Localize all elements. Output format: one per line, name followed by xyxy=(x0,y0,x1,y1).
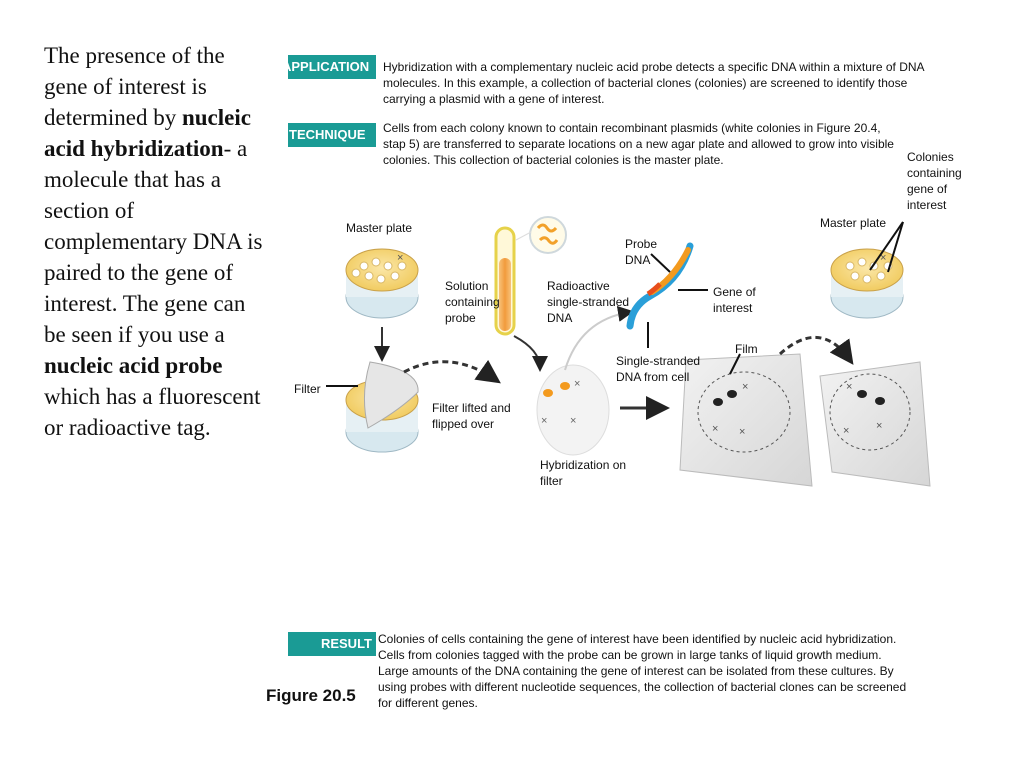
probe-test-tube xyxy=(494,226,516,336)
figure-caption: Figure 20.5 xyxy=(266,686,356,705)
term-nucleic-acid-hybridization: nucleic acid hybridization xyxy=(44,105,251,161)
probe-magnified-circle xyxy=(529,216,567,254)
label-filter-lifted: Filter lifted and flipped over xyxy=(432,401,511,431)
svg-text:×: × xyxy=(574,378,580,390)
filter-plate xyxy=(345,361,419,453)
intro-text-part2: - a molecule that has a section of compl… xyxy=(44,136,263,347)
application-text: Hybridization with a complementary nucle… xyxy=(383,60,924,106)
intro-text: The presence of the gene of interest is … xyxy=(44,40,266,443)
svg-text:×: × xyxy=(570,415,576,427)
arrow-tube-to-filter xyxy=(513,335,548,372)
label-probe-dna: Probe DNA xyxy=(625,237,658,267)
technique-tag: TECHNIQUE xyxy=(288,123,376,147)
master-plate-left: × xyxy=(345,248,419,319)
svg-text:×: × xyxy=(843,425,849,437)
label-solution-probe: Solution containing probe xyxy=(445,279,500,325)
technique-text: Cells from each colony known to contain … xyxy=(383,121,894,167)
label-master-plate-left: Master plate xyxy=(346,221,413,235)
dna-hybrid-detail xyxy=(626,242,694,330)
term-nucleic-acid-probe: nucleic acid probe xyxy=(44,353,223,378)
arrow-film-develop xyxy=(778,336,854,365)
label-colonies-gene: Colonies containing gene of interest xyxy=(907,150,962,212)
film-sheet: × × × xyxy=(679,353,813,487)
label-hybridization: Hybridization on filter xyxy=(540,458,627,488)
svg-text:×: × xyxy=(739,426,745,438)
label-master-plate-right: Master plate xyxy=(820,216,887,230)
svg-text:×: × xyxy=(846,381,852,393)
intro-text-part1: The presence of the gene of interest is … xyxy=(44,43,225,130)
svg-text:×: × xyxy=(876,420,882,432)
label-filter: Filter xyxy=(294,382,321,396)
application-tag: APPLICATION xyxy=(288,55,376,79)
label-radioactive-dna: Radioactive single-stranded DNA xyxy=(547,279,630,325)
master-plate-right: × xyxy=(830,248,904,319)
svg-text:×: × xyxy=(742,381,748,393)
hybridization-filter: × × × xyxy=(536,364,610,456)
svg-text:×: × xyxy=(397,252,403,264)
developed-film: × × × xyxy=(819,361,931,487)
label-film: Film xyxy=(735,342,758,356)
svg-text:×: × xyxy=(880,252,886,264)
svg-text:×: × xyxy=(712,423,718,435)
label-single-stranded: Single-stranded DNA from cell xyxy=(616,354,701,384)
result-tag: RESULT xyxy=(288,632,376,656)
result-text: Colonies of cells containing the gene of… xyxy=(378,632,907,710)
intro-text-part3: which has a fluorescent or radioactive t… xyxy=(44,384,261,440)
label-gene-of-interest: Gene of interest xyxy=(713,285,756,315)
arrow-filter-lift xyxy=(403,359,501,384)
arrow-to-detail xyxy=(564,306,634,371)
svg-text:×: × xyxy=(541,415,547,427)
